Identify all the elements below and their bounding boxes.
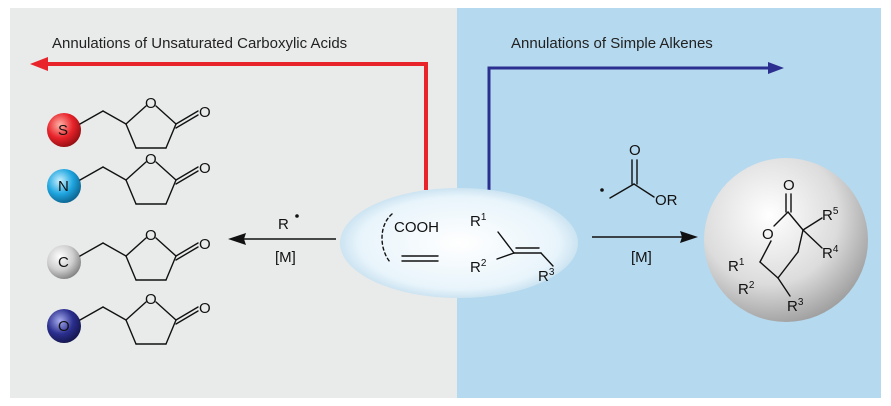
bond bbox=[79, 110, 104, 125]
svg-text:R1: R1 bbox=[728, 257, 745, 275]
bond bbox=[155, 301, 177, 321]
sphere-label: N bbox=[58, 178, 69, 195]
bond bbox=[175, 114, 199, 129]
ring-oxygen: O bbox=[145, 95, 157, 112]
sphere-o bbox=[47, 309, 81, 343]
bond bbox=[102, 242, 127, 257]
bond bbox=[165, 255, 177, 281]
bond bbox=[165, 179, 177, 205]
product-ring-o: O bbox=[762, 226, 774, 243]
carbonyl-oxygen: O bbox=[199, 236, 211, 253]
svg-text:R5: R5 bbox=[822, 206, 839, 224]
bond bbox=[125, 161, 147, 181]
bond bbox=[155, 161, 177, 181]
sphere-label: C bbox=[58, 254, 69, 271]
unsaturated-acid: COOH bbox=[381, 213, 439, 263]
acyl-radical-dot bbox=[600, 188, 604, 192]
bond bbox=[175, 110, 199, 125]
bond bbox=[125, 105, 147, 125]
bond bbox=[175, 166, 199, 181]
product-lactone: O O R1 R2 R3 R4 R5 bbox=[728, 177, 839, 315]
simple-alkene: R1 R2 R3 bbox=[470, 212, 555, 285]
bond bbox=[102, 166, 127, 181]
right-panel-title: Annulations of Simple Alkenes bbox=[511, 35, 713, 52]
bond bbox=[125, 123, 137, 149]
reagent-carbonyl-o: O bbox=[629, 142, 641, 159]
lactone-product-o: O O O bbox=[47, 291, 211, 345]
sphere-label: S bbox=[58, 122, 68, 139]
ring-oxygen: O bbox=[145, 151, 157, 168]
svg-text:R3: R3 bbox=[538, 267, 555, 285]
left-products: S O O N O O C O O O O O bbox=[47, 95, 211, 345]
sphere-s bbox=[47, 113, 81, 147]
right-reagent-metal: [M] bbox=[631, 249, 652, 266]
lactone-product-s: S O O bbox=[47, 95, 211, 149]
bond bbox=[175, 242, 199, 257]
bond bbox=[102, 110, 127, 125]
lactone-product-c: C O O bbox=[47, 227, 211, 281]
bond bbox=[125, 319, 137, 345]
right-reaction-arrow: O OR [M] bbox=[592, 142, 698, 266]
carbonyl-oxygen: O bbox=[199, 160, 211, 177]
bond bbox=[79, 242, 104, 257]
carbonyl-oxygen: O bbox=[199, 104, 211, 121]
blue-branch-arrow bbox=[487, 62, 784, 190]
bond bbox=[125, 301, 147, 321]
bond bbox=[155, 105, 177, 125]
svg-text:R2: R2 bbox=[738, 280, 755, 298]
substrate-ellipse bbox=[340, 188, 578, 298]
ring-oxygen: O bbox=[145, 227, 157, 244]
bond bbox=[155, 237, 177, 257]
bond bbox=[175, 246, 199, 261]
bond bbox=[102, 306, 127, 321]
bond bbox=[175, 170, 199, 185]
bond bbox=[175, 310, 199, 325]
product-carbonyl-o: O bbox=[783, 177, 795, 194]
product-sphere bbox=[704, 158, 868, 322]
carbonyl-oxygen: O bbox=[199, 300, 211, 317]
left-reagent-radical: R bbox=[278, 216, 289, 233]
bond bbox=[79, 306, 104, 321]
svg-text:R3: R3 bbox=[787, 297, 804, 315]
right-reagent-ester: OR bbox=[655, 192, 678, 209]
lactone-product-n: N O O bbox=[47, 151, 211, 205]
left-reagent-metal: [M] bbox=[275, 249, 296, 266]
bond bbox=[125, 255, 137, 281]
bond bbox=[165, 319, 177, 345]
radical-dot bbox=[295, 214, 299, 218]
sphere-c bbox=[47, 245, 81, 279]
ring-oxygen: O bbox=[145, 291, 157, 308]
svg-text:R2: R2 bbox=[470, 258, 487, 276]
left-reaction-arrow: R [M] bbox=[228, 214, 336, 266]
acid-label: COOH bbox=[394, 219, 439, 236]
bond bbox=[79, 166, 104, 181]
svg-text:R4: R4 bbox=[822, 244, 839, 262]
bond bbox=[125, 179, 137, 205]
sphere-n bbox=[47, 169, 81, 203]
red-branch-arrow bbox=[30, 57, 428, 190]
bond bbox=[165, 123, 177, 149]
sphere-label: O bbox=[58, 318, 70, 335]
left-panel-title: Annulations of Unsaturated Carboxylic Ac… bbox=[52, 35, 347, 52]
bond bbox=[175, 306, 199, 321]
svg-text:R1: R1 bbox=[470, 212, 487, 230]
bond bbox=[125, 237, 147, 257]
